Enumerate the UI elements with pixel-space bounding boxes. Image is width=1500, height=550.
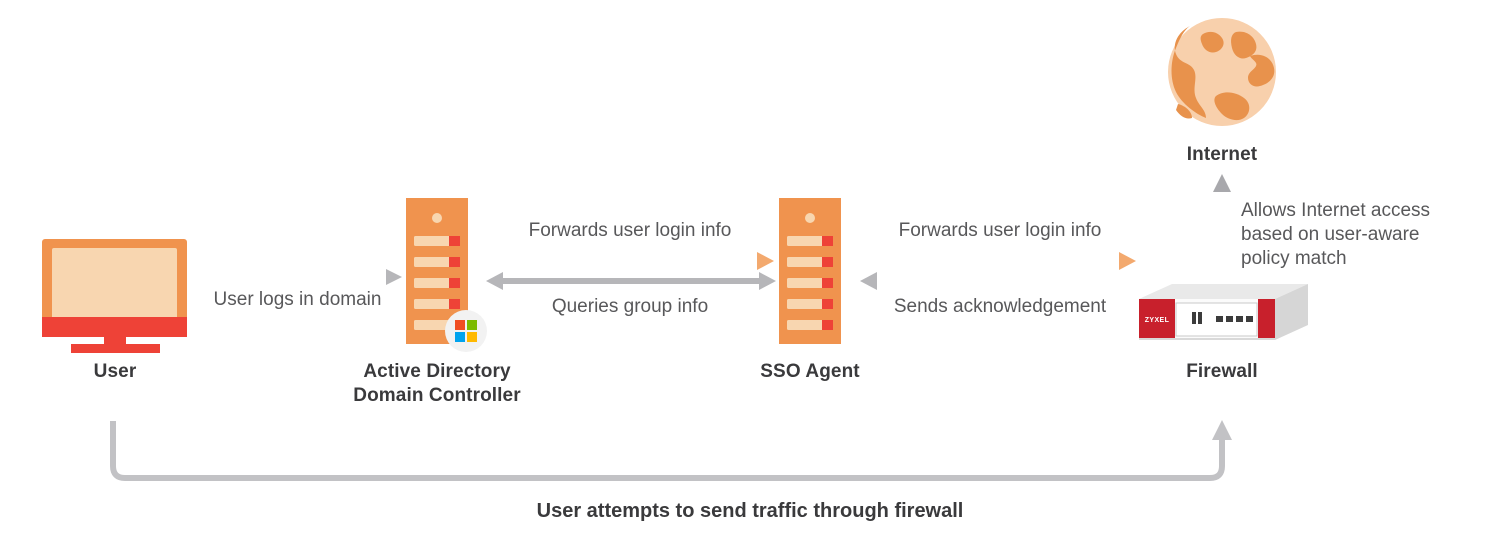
arrow-sends-acknowledgement (860, 272, 1136, 290)
node-label-active-directory: Active Directory Domain Controller (353, 361, 521, 406)
firewall-appliance-icon: ZYXEL (1139, 284, 1308, 340)
node-label-user: User (93, 361, 137, 382)
arrow-ad-forwards-login (488, 252, 774, 270)
server-rack-icon-active-directory (406, 198, 468, 344)
arrow-user-logs-in (210, 269, 402, 285)
svg-text:ZYXEL: ZYXEL (1145, 317, 1170, 324)
monitor-icon (42, 239, 187, 353)
globe-icon (1168, 18, 1276, 126)
microsoft-logo-icon (445, 310, 487, 352)
node-label-internet: Internet (1186, 144, 1258, 165)
node-label-sso-agent: SSO Agent (760, 361, 860, 382)
flow-label-sends-acknowledgement: Sends acknowledgement (893, 296, 1107, 317)
flow-label-user-attempts-traffic: User attempts to send traffic through fi… (536, 500, 964, 522)
node-label-firewall: Firewall (1186, 361, 1258, 382)
flow-label-user-logs-in: User logs in domain (213, 289, 382, 310)
flow-label-queries-group-info: Queries group info (551, 296, 709, 317)
flow-label-ad-forwards-login: Forwards user login info (528, 220, 732, 241)
flow-label-allows-internet-access: Allows Internet access based on user-awa… (1241, 200, 1431, 269)
arrow-user-attempts-traffic (110, 420, 1232, 481)
flow-label-sso-forwards-login: Forwards user login info (898, 220, 1102, 241)
server-rack-icon-sso-agent (779, 198, 841, 344)
arrow-sso-forwards-login (862, 252, 1136, 270)
arrow-queries-group-info (486, 272, 776, 290)
arrow-allows-internet-access (1213, 174, 1231, 282)
